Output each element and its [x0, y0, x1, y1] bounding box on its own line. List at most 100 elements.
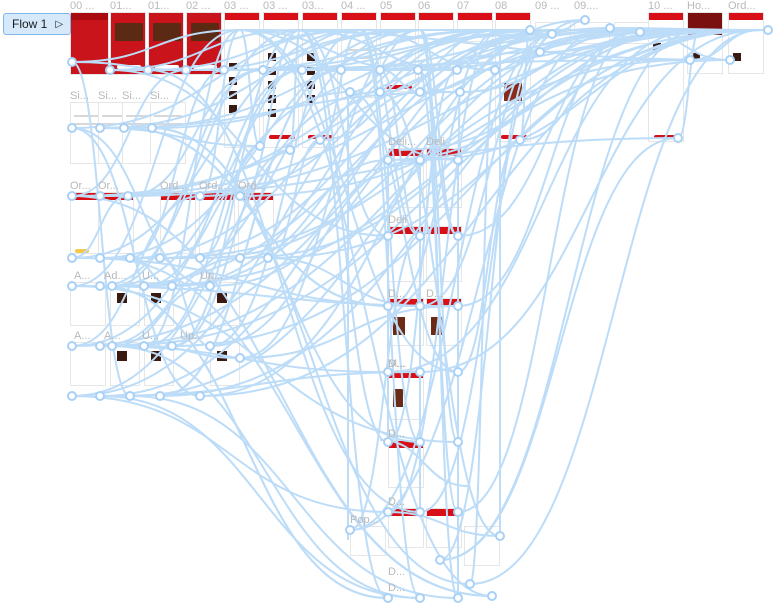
connector-node[interactable]: [452, 65, 462, 75]
connector-line: [71, 395, 389, 513]
frame-onboarding-2[interactable]: [148, 12, 184, 75]
frame-label: D...: [388, 358, 406, 370]
connector-node[interactable]: [263, 253, 273, 263]
connector-line: [267, 139, 321, 259]
frame-deli-11[interactable]: [464, 526, 500, 566]
flow-start-button[interactable]: Flow 1 ▷: [3, 13, 71, 35]
connector-node[interactable]: [453, 437, 463, 447]
connector-node[interactable]: [455, 87, 465, 97]
frame-label: Si...: [122, 90, 141, 102]
frame-deli-1[interactable]: [388, 148, 424, 208]
frame-deli-6[interactable]: [426, 298, 462, 346]
frame-label: U...: [142, 330, 160, 342]
frame-deli-10[interactable]: [426, 508, 462, 548]
connector-node[interactable]: [465, 579, 475, 589]
frame-status-2[interactable]: [574, 22, 610, 44]
frame-popup[interactable]: [350, 526, 386, 556]
connector-node[interactable]: [435, 555, 445, 565]
connector-node[interactable]: [453, 593, 463, 603]
frame-label: Or...: [70, 180, 91, 192]
frame-label: Deli: [388, 214, 407, 226]
frame-order-4[interactable]: [199, 192, 235, 254]
connector-node[interactable]: [125, 391, 135, 401]
frame-label: Pop...: [350, 514, 379, 526]
frame-checkout[interactable]: [418, 12, 454, 92]
frame-menu-3[interactable]: [302, 12, 338, 148]
connector-node[interactable]: [95, 253, 105, 263]
frame-orders-top[interactable]: [728, 12, 764, 74]
frame-deli-7[interactable]: [388, 370, 424, 420]
connector-line: [129, 395, 459, 599]
frame-label: D...: [388, 566, 406, 578]
frame-label: Si...: [98, 90, 117, 102]
frame-label: A...: [104, 330, 121, 342]
frame-menu-2[interactable]: [263, 12, 299, 148]
frame-label: Ord...: [238, 180, 266, 192]
frame-cart[interactable]: [380, 12, 416, 92]
frame-label: Or...: [98, 180, 119, 192]
frame-menu-1[interactable]: [224, 12, 260, 148]
frame-label: M...: [388, 358, 407, 370]
frame-splash[interactable]: [70, 12, 109, 75]
connector-node[interactable]: [95, 391, 105, 401]
frame-order-5[interactable]: [238, 192, 274, 254]
connector-line: [469, 69, 496, 585]
frame-address-2[interactable]: [110, 282, 140, 326]
frame-payment[interactable]: [457, 12, 493, 42]
connector-node[interactable]: [415, 593, 425, 603]
frame-order-2[interactable]: [98, 192, 134, 254]
play-triangle-icon: ▷: [55, 18, 64, 30]
frame-home-2[interactable]: [687, 12, 723, 74]
frame-product[interactable]: [341, 12, 377, 98]
connector-node[interactable]: [67, 253, 77, 263]
frame-update-4[interactable]: [210, 342, 240, 386]
connector-node[interactable]: [195, 391, 205, 401]
frame-label: 09....: [574, 0, 599, 12]
connector-node[interactable]: [383, 593, 393, 603]
frame-home[interactable]: [648, 12, 684, 142]
frame-label: 09 ...: [535, 0, 560, 12]
frame-status-1[interactable]: [535, 22, 571, 44]
frame-label: D...: [388, 428, 406, 440]
frame-deli-3[interactable]: [388, 226, 424, 282]
frame-update-2[interactable]: [210, 282, 240, 326]
connector-node[interactable]: [535, 47, 545, 57]
frame-address-1[interactable]: [70, 282, 106, 326]
frame-tracking[interactable]: [495, 12, 531, 142]
frame-label: 10 ...: [648, 0, 673, 12]
connector-node[interactable]: [487, 591, 497, 601]
connector-line: [239, 149, 291, 197]
connector-node[interactable]: [155, 253, 165, 263]
frame-deli-8[interactable]: [388, 440, 424, 488]
connector-line: [151, 127, 421, 443]
connector-line: [419, 29, 761, 373]
frame-feedback[interactable]: [614, 22, 650, 44]
frame-label: Up...: [200, 270, 224, 282]
frame-label: Ord...: [160, 180, 188, 192]
frame-label: Ord...: [199, 180, 227, 192]
connector-line: [417, 69, 459, 513]
frame-order-3[interactable]: [160, 192, 196, 254]
frame-deli-5[interactable]: [388, 298, 424, 346]
connector-node[interactable]: [195, 253, 205, 263]
connector-node[interactable]: [453, 367, 463, 377]
frame-deli-2[interactable]: [426, 148, 462, 208]
connector-node[interactable]: [125, 253, 135, 263]
frame-address-4[interactable]: [110, 342, 140, 386]
connector-node[interactable]: [763, 25, 773, 35]
frame-update-1[interactable]: [144, 282, 174, 326]
frame-deli-4[interactable]: [426, 226, 462, 282]
connector-node[interactable]: [235, 253, 245, 263]
connector-node[interactable]: [155, 391, 165, 401]
frame-update-3[interactable]: [144, 342, 174, 386]
frame-signin-4[interactable]: [150, 102, 186, 164]
connector-line: [519, 29, 641, 141]
frame-onboarding-3[interactable]: [186, 12, 222, 75]
frame-label: 07: [457, 0, 470, 12]
connector-node[interactable]: [67, 391, 77, 401]
frame-label: 00 ...: [70, 0, 95, 12]
frame-onboarding-1[interactable]: [110, 12, 146, 75]
frame-address-3[interactable]: [70, 342, 106, 386]
frame-deli-9[interactable]: [388, 508, 424, 548]
